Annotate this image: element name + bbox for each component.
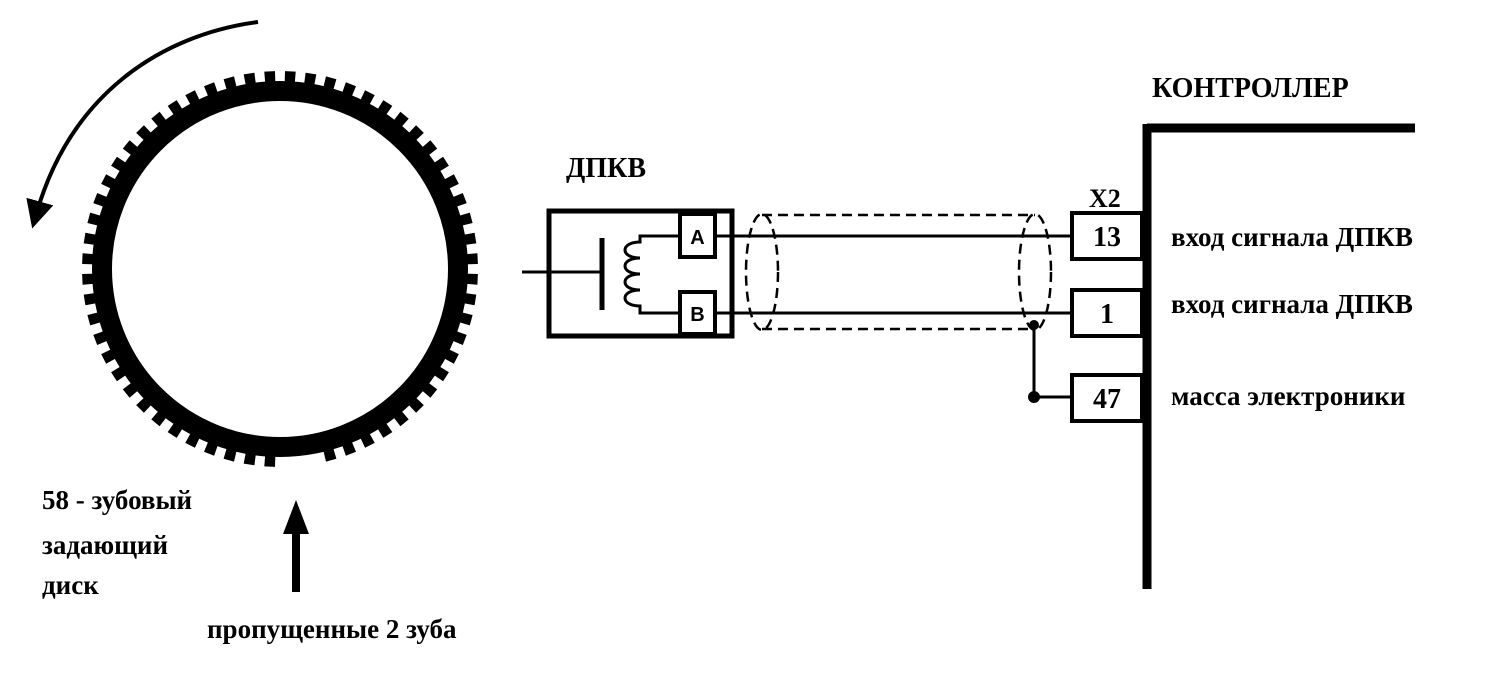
junction-dot <box>1029 320 1039 330</box>
disk-label-line-3: диск <box>42 570 99 600</box>
disk-label: 58 - зубовый задающий диск <box>42 485 199 600</box>
pin-description: масса электроники <box>1171 381 1405 411</box>
missing-teeth-arrow-icon <box>283 500 309 592</box>
pin-description: вход сигнала ДПКВ <box>1171 222 1413 252</box>
junction-dot <box>1028 391 1040 403</box>
sensor-title: ДПКВ <box>566 153 646 184</box>
disk-label-line-1: 58 - зубовый <box>42 485 192 515</box>
sensor-pin-b: B <box>690 304 704 326</box>
cable-shield <box>744 212 1053 332</box>
disk-teeth <box>82 71 478 467</box>
missing-teeth-label: пропущенные 2 зуба <box>207 614 457 644</box>
pin-number: 1 <box>1100 299 1114 330</box>
pin-description: вход сигнала ДПКВ <box>1171 289 1413 319</box>
disk-label-line-2: задающий <box>42 530 168 560</box>
pin-number: 47 <box>1093 384 1121 415</box>
pin-number: 13 <box>1093 222 1121 253</box>
connector-pin-13: 13 <box>1070 211 1144 261</box>
connector-label: X2 <box>1089 184 1121 213</box>
connector-pin-1: 1 <box>1070 288 1144 338</box>
rotation-arrow-icon <box>26 20 259 229</box>
sensor-pin-a: A <box>690 227 704 249</box>
controller-outline <box>1142 123 1415 589</box>
signal-cable <box>715 212 1072 403</box>
connector-pin-47: 47 <box>1070 373 1144 423</box>
sensor-coil-icon <box>623 234 680 315</box>
crank-sensor: A B <box>522 208 735 339</box>
toothed-disk <box>82 71 478 467</box>
disk-ring <box>92 81 468 457</box>
controller-title: КОНТРОЛЛЕР <box>1152 73 1349 104</box>
